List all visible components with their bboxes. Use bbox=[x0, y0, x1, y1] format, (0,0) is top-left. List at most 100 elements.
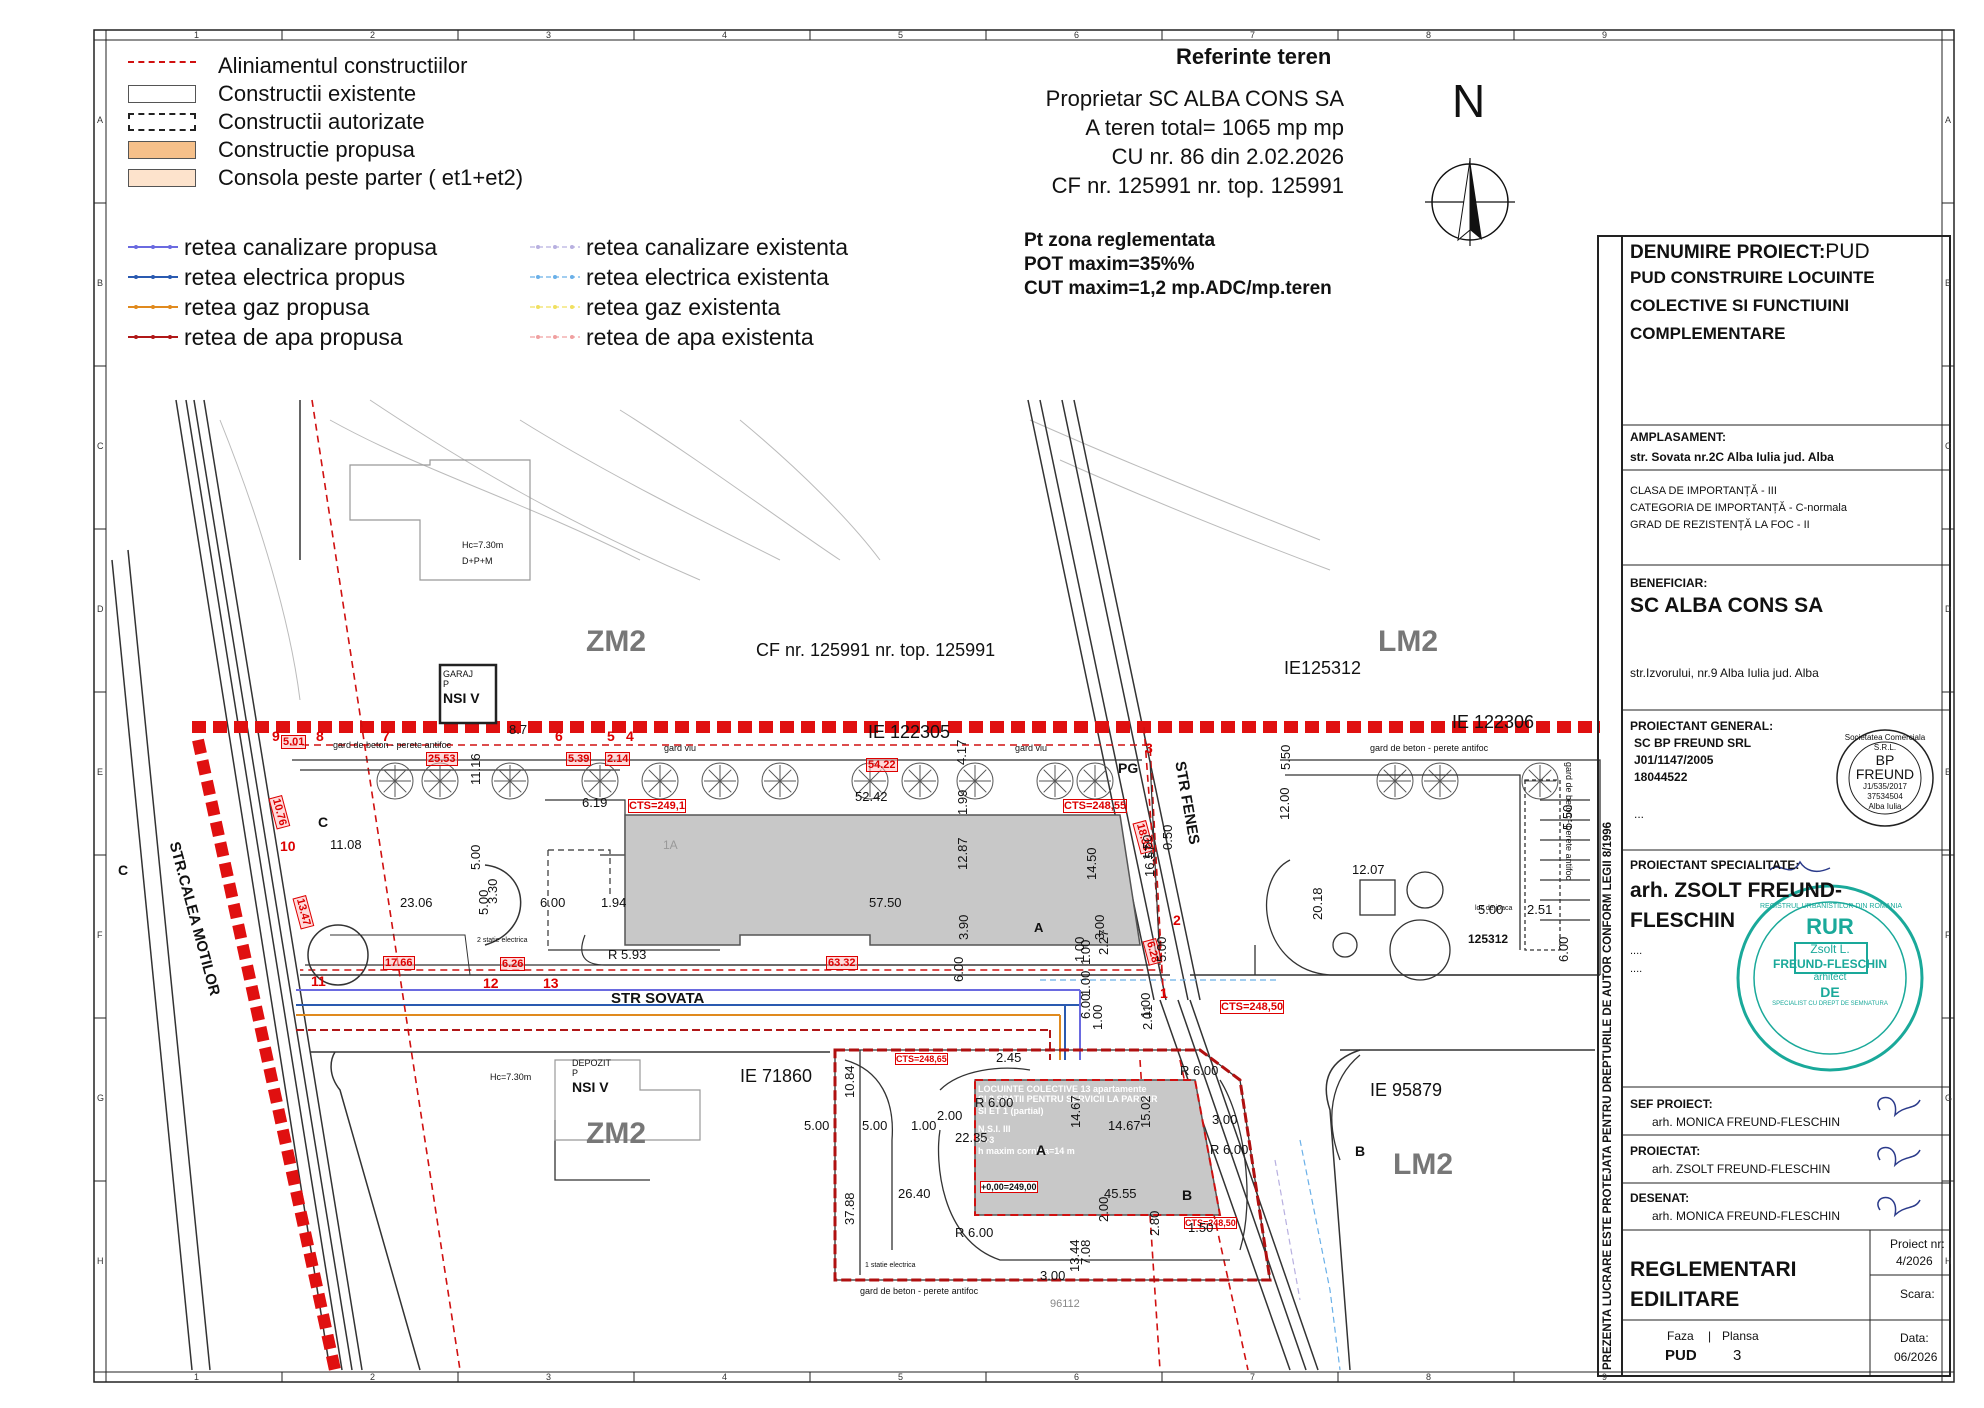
playground-area bbox=[1254, 759, 1601, 981]
plansa-label: Plansa bbox=[1722, 1329, 1759, 1343]
dimension: 2.01 bbox=[1140, 1004, 1155, 1030]
network-legend-label: retea de apa existenta bbox=[586, 323, 814, 350]
clasa-line: CLASA DE IMPORTANȚĂ - III bbox=[1630, 485, 1777, 497]
garage-box bbox=[438, 663, 498, 725]
dimension: 12.07 bbox=[1352, 862, 1385, 877]
house-levels: D+P+M bbox=[462, 556, 493, 566]
dimension: 4.17 bbox=[954, 739, 969, 765]
dimension: R 6.00 bbox=[975, 1095, 1014, 1110]
building-description: SI ET 1 (partial) bbox=[978, 1106, 1044, 1116]
c-label: C bbox=[318, 814, 329, 830]
grid-row-label: E bbox=[97, 767, 104, 777]
network-line-swatch bbox=[128, 245, 178, 249]
dimension: 3.90 bbox=[956, 914, 971, 940]
zone-lm2-bottom: LM2 bbox=[1393, 1148, 1453, 1181]
rur-stamp-text: REGISTRUL URBANISTILOR DIN ROMANIA bbox=[1760, 903, 1903, 910]
rur-stamp-text: RUR bbox=[1806, 914, 1854, 939]
point-number: 4 bbox=[626, 728, 634, 744]
legend-label: Constructii existente bbox=[218, 81, 417, 106]
beneficiar-address: str.Izvorului, nr.9 Alba Iulia jud. Alba bbox=[1630, 666, 1819, 680]
ie-label: IE 122306 bbox=[1452, 712, 1535, 732]
tree-symbol bbox=[491, 762, 529, 800]
dimension: 6.00 bbox=[1556, 936, 1571, 962]
legend-swatch bbox=[128, 61, 196, 63]
grid-column-label: 2 bbox=[370, 1372, 376, 1382]
title-block-frame bbox=[1597, 235, 1951, 1377]
network-legend-label: retea electrica existenta bbox=[586, 263, 829, 290]
house-height: Hc=7.30m bbox=[462, 540, 504, 550]
amplasament-value: str. Sovata nr.2C Alba Iulia jud. Alba bbox=[1630, 450, 1834, 464]
grid-column-label: 8 bbox=[1426, 30, 1432, 40]
zone-zm2-bottom: ZM2 bbox=[586, 1117, 646, 1150]
dimension: 2.80 bbox=[1147, 1210, 1162, 1236]
dimension: 10.84 bbox=[842, 1065, 857, 1098]
dimension: 1.99 bbox=[955, 789, 970, 815]
proiectant-spec-line: FLESCHIN bbox=[1630, 909, 1735, 932]
dimension: 22.35 bbox=[955, 1130, 988, 1145]
legend-label: Aliniamentul constructiilor bbox=[218, 53, 468, 78]
grid-row-label: D bbox=[97, 604, 104, 614]
dimension: 26.40 bbox=[898, 1186, 931, 1201]
dimension: 12.87 bbox=[955, 837, 970, 870]
house-height-bottom: Hc=7.30m bbox=[490, 1072, 532, 1082]
project-line: PUD CONSTRUIRE LOCUINTE bbox=[1630, 268, 1875, 287]
point-number: 7 bbox=[382, 728, 390, 744]
proiectat-value: arh. ZSOLT FREUND-FLESCHIN bbox=[1652, 1162, 1831, 1176]
pg-label: PG bbox=[1118, 760, 1139, 776]
area-tag: 2.14 bbox=[605, 752, 631, 766]
beneficiar-value: SC ALBA CONS SA bbox=[1630, 594, 1824, 617]
legend-swatch bbox=[128, 85, 196, 103]
plan-misc-label: loc de joaca bbox=[1475, 905, 1513, 912]
depozit-nsi: NSI V bbox=[572, 1079, 609, 1095]
dimension: 11.08 bbox=[330, 837, 362, 852]
dimension: 1.00 bbox=[1090, 1004, 1105, 1030]
existing-house-outline bbox=[349, 459, 531, 581]
point-number: 5 bbox=[607, 728, 615, 744]
denumire-value: PUD bbox=[1825, 240, 1870, 263]
garage-floors: P bbox=[443, 679, 450, 689]
dimension: 1.94 bbox=[601, 895, 627, 910]
grid-column-label: 6 bbox=[1074, 1372, 1080, 1382]
grid-column-label: 8 bbox=[1426, 1372, 1432, 1382]
dimension: 2.00 bbox=[1096, 1196, 1111, 1222]
point-number: 6 bbox=[555, 728, 563, 744]
project-line: COLECTIVE SI FUNCTIUINI bbox=[1630, 296, 1850, 315]
grid-column-label: 1 bbox=[194, 1372, 200, 1382]
network-line-swatch bbox=[530, 245, 580, 249]
dimension: 5.00 bbox=[476, 889, 491, 915]
referinte-line: Proprietar SC ALBA CONS SA bbox=[1045, 86, 1344, 111]
grid-column-label: 7 bbox=[1250, 1372, 1256, 1382]
legend-swatch bbox=[128, 169, 196, 187]
proiect-nr-label: Proiect nr: bbox=[1890, 1237, 1945, 1251]
dimension: 5.00 bbox=[862, 1118, 888, 1133]
network-legend-item: retea electrica propus bbox=[128, 262, 437, 292]
denumire-label-text: DENUMIRE PROIECT: bbox=[1630, 242, 1826, 263]
network-legend-label: retea electrica propus bbox=[184, 263, 406, 290]
cut-value: CUT maxim=1,2 mp.ADC/mp.teren bbox=[1024, 278, 1332, 299]
fence-label: gard viu bbox=[664, 743, 697, 753]
legend-item: Constructii existente bbox=[128, 80, 523, 108]
dimension: 2.45 bbox=[996, 1050, 1022, 1065]
grid-column-label: 5 bbox=[898, 1372, 904, 1382]
proiectant-general-line: J01/1147/2005 bbox=[1634, 753, 1714, 767]
dimension: 1.00 bbox=[1078, 939, 1093, 965]
topo-contours bbox=[219, 399, 1331, 701]
grid-row-label: C bbox=[97, 441, 104, 451]
company-stamp-graphic bbox=[1836, 729, 1934, 827]
network-legend-item: retea canalizare existenta bbox=[530, 232, 848, 262]
existing-networks bbox=[1040, 979, 1341, 1371]
dimension: 16.57 bbox=[1142, 844, 1157, 877]
grid-row-label: B bbox=[1945, 278, 1952, 288]
proiectat-label: PROIECTAT: bbox=[1630, 1144, 1701, 1158]
rur-stamp-text: FREUND-FLESCHIN bbox=[1773, 957, 1887, 971]
dimension: 5.00 bbox=[804, 1118, 830, 1133]
dimension: 20.18 bbox=[1310, 887, 1325, 920]
clasa-block: CLASA DE IMPORTANȚĂ - III CATEGORIA DE I… bbox=[1630, 483, 1847, 534]
depozit-building bbox=[554, 1059, 701, 1141]
dimension: 0.50 bbox=[1160, 824, 1175, 850]
legend-item: Aliniamentul constructiilor bbox=[128, 52, 523, 80]
zona-reglementata: Pt zona reglementata POT maxim=35%% CUT … bbox=[1024, 229, 1332, 301]
dimension: 5.50 bbox=[1560, 804, 1575, 830]
dimension: 14.67 bbox=[1108, 1118, 1141, 1133]
garage-nsi: NSI V bbox=[443, 690, 480, 706]
